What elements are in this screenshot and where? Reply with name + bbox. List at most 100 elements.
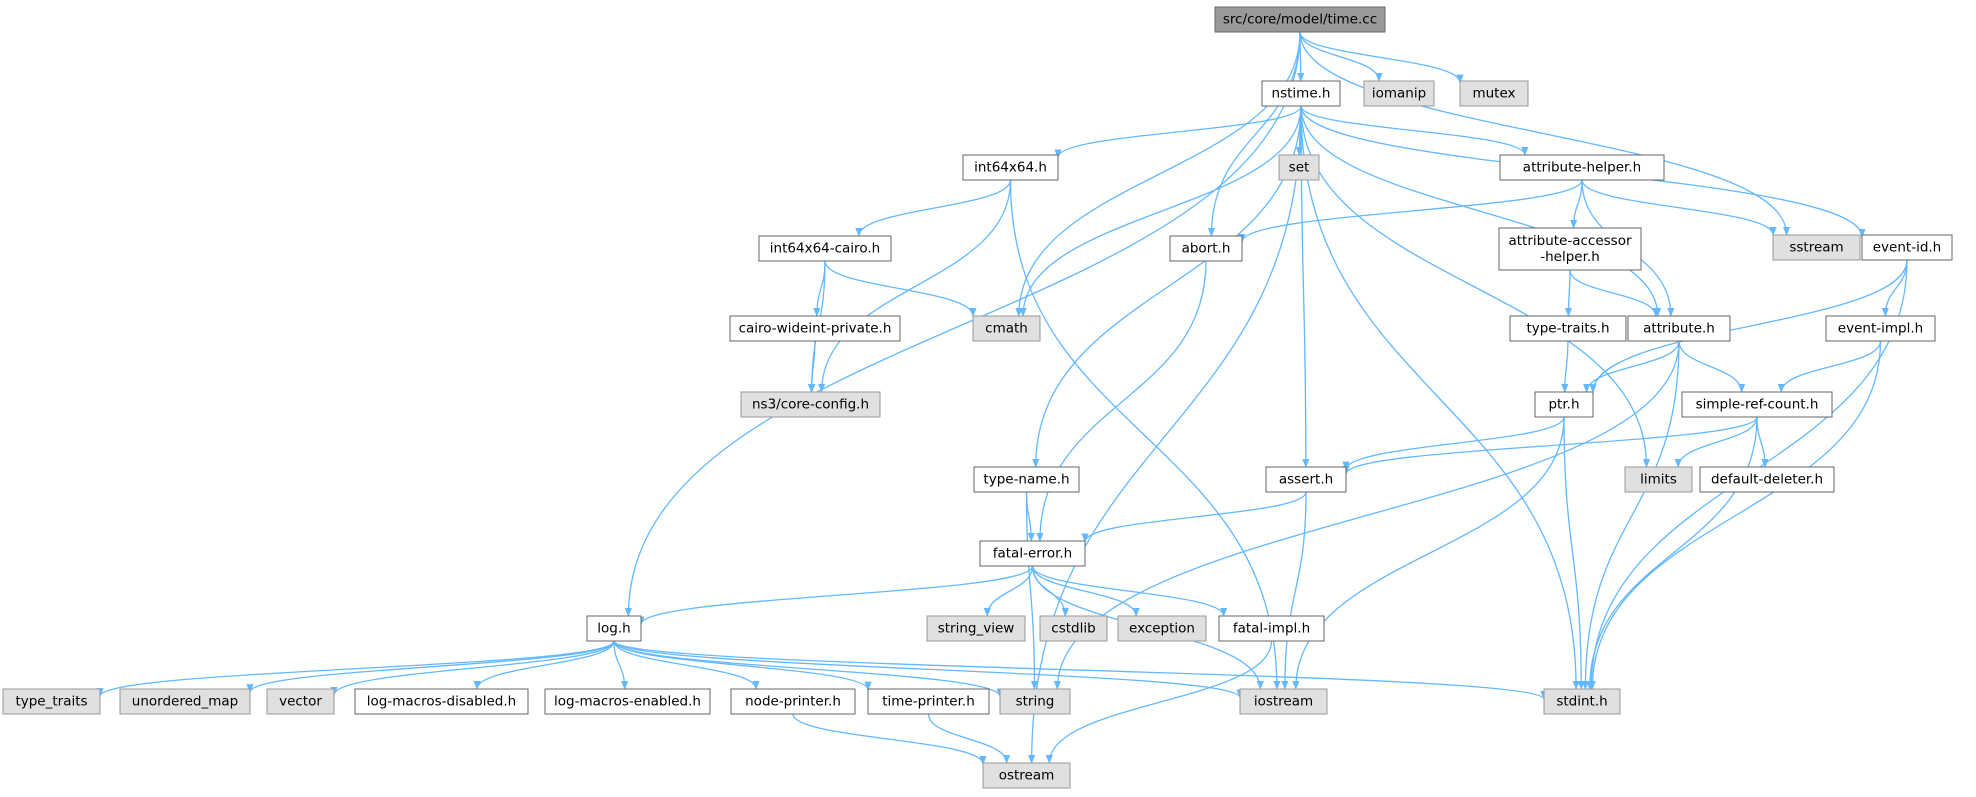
node-box-log_macros_disabled_h <box>354 688 529 715</box>
edge-time_cc-to-sstream <box>1299 31 1791 236</box>
edge-log_h-to-log_macros_enabled_h <box>613 640 629 690</box>
node-box-stdint_h <box>1543 688 1621 715</box>
node-box-iostream <box>1239 688 1328 715</box>
node-label-ptr_h: ptr.h <box>1548 397 1579 413</box>
node-label-log_h: log.h <box>597 621 630 637</box>
node-label-exception: exception <box>1129 621 1195 637</box>
node-abort_h[interactable]: abort.h <box>1169 235 1243 262</box>
edge-nstime_h-to-int64x64_h <box>1054 105 1302 159</box>
node-box-log_h <box>586 615 642 642</box>
node-log_macros_enabled_h[interactable]: log-macros-enabled.h <box>544 688 711 715</box>
node-time_cc[interactable]: src/core/model/time.cc <box>1214 6 1386 33</box>
node-log_h[interactable]: log.h <box>586 615 642 642</box>
edge-log_h-to-log_macros_disabled_h <box>473 640 615 690</box>
node-core_config_h: ns3/core-config.h <box>740 391 881 418</box>
edge-event_id_h-to-event_impl_h <box>1881 259 1908 317</box>
edge-simple_ref_count_h-to-default_deleter_h <box>1756 416 1769 468</box>
node-label-attribute_h: attribute.h <box>1643 321 1715 337</box>
node-attribute_h[interactable]: attribute.h <box>1627 315 1731 342</box>
edge-nstime_h-to-stdint_h <box>1300 105 1580 690</box>
node-label-mutex: mutex <box>1472 86 1515 102</box>
node-label-type_name_h: type-name.h <box>983 472 1069 488</box>
node-label-event_id_h: event-id.h <box>1873 240 1942 256</box>
node-box-event_id_h <box>1861 234 1953 261</box>
node-ostream: ostream <box>982 762 1071 789</box>
node-box-type_traits <box>2 688 101 715</box>
edge-attribute_h-to-simple_ref_count_h <box>1678 340 1746 393</box>
node-label-int64x64_cairo_h: int64x64-cairo.h <box>770 241 880 257</box>
node-label-event_impl_h: event-impl.h <box>1838 321 1923 337</box>
node-box-attribute_h <box>1627 315 1731 342</box>
node-label-int64x64_h: int64x64.h <box>974 160 1047 176</box>
node-label-log_macros_enabled_h: log-macros-enabled.h <box>554 694 701 710</box>
edge-simple_ref_count_h-to-stdint_h <box>1586 416 1758 690</box>
node-iostream: iostream <box>1239 688 1328 715</box>
edge-int64x64_h-to-int64x64_cairo_h <box>855 179 1012 237</box>
node-int64x64_h[interactable]: int64x64.h <box>962 154 1059 181</box>
node-fatal_error_h[interactable]: fatal-error.h <box>979 540 1086 567</box>
node-label-unordered_map: unordered_map <box>132 694 238 710</box>
node-node_printer_h[interactable]: node-printer.h <box>730 688 856 715</box>
edge-assert_h-to-fatal_error_h <box>1081 491 1307 543</box>
node-box-log_macros_enabled_h <box>544 688 711 715</box>
node-type_name_h[interactable]: type-name.h <box>973 466 1080 493</box>
node-log_macros_disabled_h[interactable]: log-macros-disabled.h <box>354 688 529 715</box>
node-label-iomanip: iomanip <box>1372 86 1426 102</box>
node-box-event_impl_h <box>1825 315 1936 342</box>
node-event_impl_h[interactable]: event-impl.h <box>1825 315 1936 342</box>
edge-nstime_h-to-ostream <box>1027 105 1302 764</box>
edge-ptr_h-to-assert_h <box>1342 416 1565 471</box>
node-label-ostream: ostream <box>999 768 1055 784</box>
node-int64x64_cairo_h[interactable]: int64x64-cairo.h <box>758 235 892 262</box>
node-limits: limits <box>1624 466 1693 493</box>
edge-fatal_impl_h-to-ostream <box>1045 640 1273 764</box>
node-assert_h[interactable]: assert.h <box>1265 466 1347 493</box>
node-attribute_accessor_helper_h[interactable]: attribute-accessor-helper.h <box>1498 227 1642 271</box>
node-box-nstime_h <box>1261 80 1341 107</box>
edge-ptr_h-to-iostream <box>1292 416 1565 690</box>
node-label-cstdlib: cstdlib <box>1051 621 1095 637</box>
node-box-vector <box>266 688 335 715</box>
edge-nstime_h-to-cmath <box>1019 105 1302 317</box>
node-set: set <box>1278 154 1320 181</box>
node-label-core_config_h: ns3/core-config.h <box>752 397 869 413</box>
node-cairo_wideint_private_h[interactable]: cairo-wideint-private.h <box>729 315 901 342</box>
node-box-simple_ref_count_h <box>1681 391 1833 418</box>
node-box-string_view <box>926 615 1026 642</box>
node-time_printer_h[interactable]: time-printer.h <box>867 688 990 715</box>
edge-log_h-to-node_printer_h <box>613 640 760 690</box>
node-box-fatal_error_h <box>979 540 1086 567</box>
edge-attribute_accessor_helper_h-to-attribute_h <box>1569 269 1660 317</box>
edge-time_cc-to-iomanip <box>1299 31 1383 82</box>
node-type_traits_h[interactable]: type-traits.h <box>1509 315 1627 342</box>
node-box-default_deleter_h <box>1699 466 1835 493</box>
node-label-type_traits_h: type-traits.h <box>1526 321 1609 337</box>
node-box-mutex <box>1459 80 1529 107</box>
node-attribute_helper_h[interactable]: attribute-helper.h <box>1499 154 1665 181</box>
node-ptr_h[interactable]: ptr.h <box>1534 391 1594 418</box>
node-event_id_h[interactable]: event-id.h <box>1861 234 1953 261</box>
node-label-log_macros_disabled_h: log-macros-disabled.h <box>367 694 516 710</box>
edge-time_printer_h-to-ostream <box>927 713 1011 764</box>
edge-fatal_error_h-to-log_h <box>637 565 1034 626</box>
edge-attribute_helper_h-to-sstream <box>1581 179 1777 236</box>
node-nstime_h[interactable]: nstime.h <box>1261 80 1341 107</box>
node-box-core_config_h <box>740 391 881 418</box>
node-box-ptr_h <box>1534 391 1594 418</box>
node-label-simple_ref_count_h: simple-ref-count.h <box>1696 397 1819 413</box>
edge-attribute_h-to-stdint_h <box>1581 340 1680 690</box>
node-label-assert_h: assert.h <box>1279 472 1333 488</box>
node-box-limits <box>1624 466 1693 493</box>
node-simple_ref_count_h[interactable]: simple-ref-count.h <box>1681 391 1833 418</box>
edge-time_cc-to-cmath <box>1015 31 1301 317</box>
node-box-cstdlib <box>1039 615 1108 642</box>
node-label-attribute_accessor_helper_h-0: attribute-accessor <box>1508 233 1632 249</box>
node-fatal_impl_h[interactable]: fatal-impl.h <box>1218 615 1325 642</box>
node-label-attribute_helper_h: attribute-helper.h <box>1523 160 1641 176</box>
node-string_view: string_view <box>926 615 1026 642</box>
node-box-iomanip <box>1363 80 1435 107</box>
node-default_deleter_h[interactable]: default-deleter.h <box>1699 466 1835 493</box>
edge-log_h-to-stdint_h <box>613 640 1548 701</box>
edge-event_impl_h-to-simple_ref_count_h <box>1777 340 1882 393</box>
node-box-type_traits_h <box>1509 315 1627 342</box>
